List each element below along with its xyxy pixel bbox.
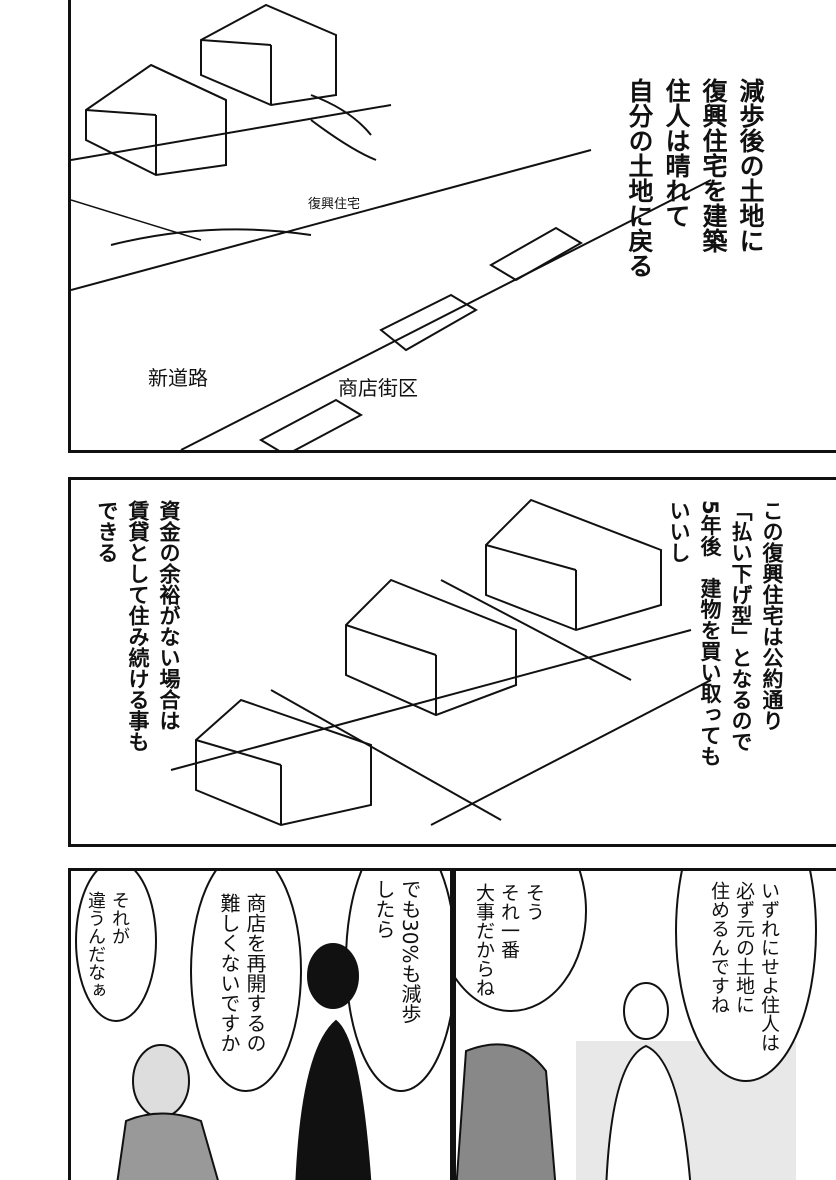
speech-man: そう それ一番 大事だからね	[473, 883, 545, 997]
house-icon	[195, 698, 372, 827]
panel-2-houses: この復興住宅は公約通り 「払い下げ型」となるので 5年後 建物を買い取っても い…	[68, 477, 836, 847]
label-new-road: 新道路	[148, 366, 208, 390]
label-housing: 復興住宅	[308, 197, 361, 212]
lot-line	[170, 629, 692, 771]
house-icon	[85, 63, 227, 177]
label-shopping-district: 商店街区	[338, 376, 418, 400]
panel-3-conversation: それが 違うんだなぁ 商店を再開するの 難しくないですか でも30%も減歩 した…	[68, 868, 453, 1180]
arrow	[110, 228, 312, 246]
man-back-figure	[456, 1043, 557, 1180]
house-icon	[485, 498, 662, 632]
long-hair-woman-figure	[605, 982, 692, 1180]
road-line	[180, 179, 712, 450]
house-icon	[200, 3, 337, 107]
speech-reduction: でも30%も減歩 したら	[372, 879, 422, 1024]
road-line	[71, 104, 392, 161]
speech-woman-glasses: 商店を再開するの 難しくないですか	[217, 893, 267, 1053]
lot-line	[71, 199, 202, 241]
road-line	[430, 679, 712, 826]
shop-lot	[258, 398, 364, 450]
arrow	[310, 94, 372, 136]
lot-line	[440, 579, 632, 681]
speech-old-man: それが 違うんだなぁ	[85, 891, 130, 999]
road-line	[71, 149, 592, 291]
arrow	[310, 119, 377, 161]
speech-bubble	[190, 871, 302, 1092]
panel-1-drawing	[71, 3, 712, 450]
shop-lot	[489, 226, 583, 282]
panel-4-conversation: そう それ一番 大事だからね いずれにせよ住人は 必ず元の土地に 住めるんですね	[453, 868, 836, 1180]
panel-1-map: 復興住宅 新道路 商店街区 減歩後の土地に 復興住宅を建築 住人は晴れて 自分の…	[68, 0, 836, 453]
house-icon	[345, 578, 517, 717]
old-man-figure	[116, 1044, 219, 1180]
speech-woman: いずれにせよ住人は 必ず元の土地に 住めるんですね	[708, 881, 780, 1052]
narration-caption-right: この復興住宅は公約通り 「払い下げ型」となるので 5年後 建物を買い取っても い…	[667, 500, 784, 767]
narration-caption-left: 資金の余裕がない場合は 賃貸として住み続ける事も できる	[95, 500, 181, 752]
lot-line	[270, 689, 502, 821]
woman-figure	[295, 943, 372, 1180]
speech-bubble	[75, 871, 157, 1022]
panel-4-drawing	[456, 871, 817, 1180]
speech-bubble	[456, 871, 587, 1012]
speech-bubble	[675, 871, 817, 1082]
panel-3-drawing	[75, 871, 450, 1180]
narration-caption: 減歩後の土地に 復興住宅を建築 住人は晴れて 自分の土地に戻る	[625, 78, 765, 278]
panel-2-drawing	[170, 498, 712, 827]
shop-lot	[379, 293, 478, 352]
